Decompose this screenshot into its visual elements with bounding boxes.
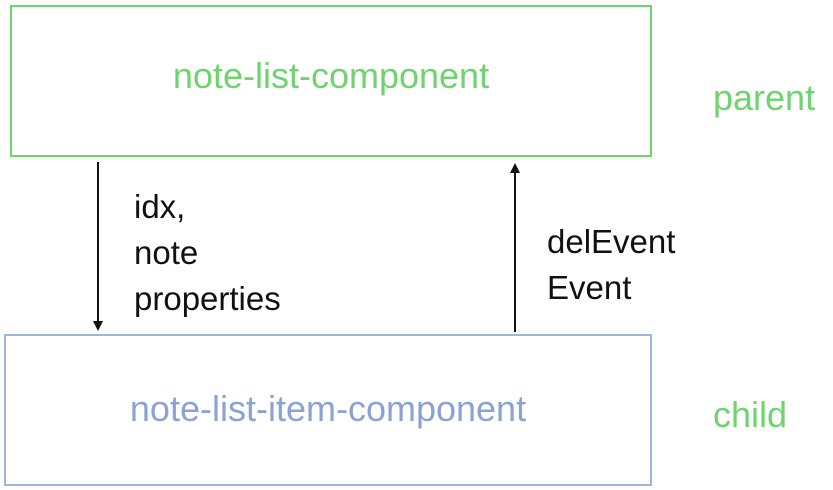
child-component-label: note-list-item-component — [129, 388, 527, 429]
down-label-line-3: properties — [134, 280, 281, 317]
parent-component-label: note-list-component — [172, 55, 490, 96]
up-arrow-label: delEvent Event — [547, 219, 675, 311]
child-component-box: note-list-item-component — [4, 334, 652, 486]
down-label-line-2: note — [134, 234, 199, 271]
down-arrow-label: idx, note properties — [134, 184, 281, 322]
down-label-line-1: idx, — [134, 188, 186, 225]
parent-role-label: parent — [713, 77, 816, 118]
child-role-label: child — [713, 394, 788, 435]
up-label-line-1: delEvent — [547, 223, 676, 260]
parent-component-box: note-list-component — [10, 5, 652, 157]
up-label-line-2: Event — [547, 269, 632, 306]
